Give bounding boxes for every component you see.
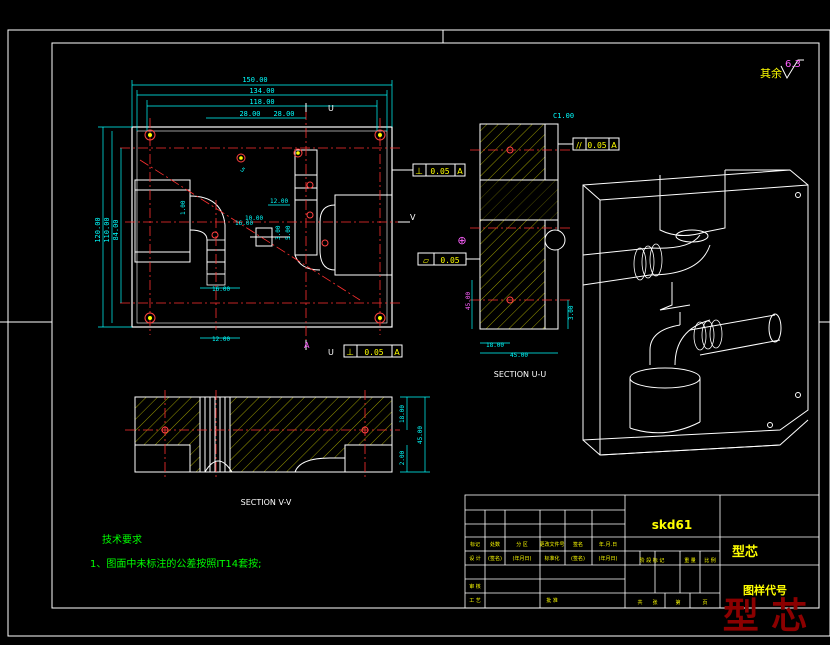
roughness-label: 其余 [760,66,782,80]
dim-overall-height: 120.00 [94,217,102,242]
svg-text:年.月.日: 年.月.日 [599,541,617,548]
drawing-frame [0,29,830,637]
dim-inner-span: 118.00 [249,98,274,106]
svg-text:(年月日): (年月日) [513,555,532,562]
dim-vv-c: 2.00 [399,450,406,465]
dim-hole-span: 134.00 [249,87,274,95]
svg-text://: // [576,141,582,150]
svg-text:0.05: 0.05 [430,167,449,176]
svg-text:设 计: 设 计 [469,555,481,562]
section-mark-u-bottom: U [328,348,334,357]
svg-text:A: A [394,348,400,357]
dim-vv-a: 18.00 [399,405,406,423]
dim-height-2: 110.00 [103,217,111,242]
svg-text:(签名): (签名) [488,555,502,562]
dim-ru-c: 45.00 [465,292,472,310]
dim-ru-d: 3.00 [568,305,575,320]
notes-item-1: 1、图面中未标注的公差按照IT14套按; [90,557,262,570]
svg-text:0.05: 0.05 [364,348,383,357]
dim-center: 16.00 [235,220,253,227]
dim-bore-b: 12.00 [212,336,230,343]
svg-text:比 例: 比 例 [704,557,716,564]
svg-text:标记: 标记 [470,541,480,548]
bottom-section-view: 18.00 45.00 2.00 SECTION V-V [125,390,430,507]
dim-diag: 5 [239,166,247,174]
technical-notes: 技术要求 1、图面中未标注的公差按照IT14套按; [90,533,262,570]
svg-text:(年月日): (年月日) [599,555,618,562]
svg-text:更改文件号: 更改文件号 [539,541,564,548]
title-block: skd61 型芯 图样代号 标记 处数 分 区 更改文件号 签名 年.月.日 设… [464,494,820,609]
svg-text:审 核: 审 核 [469,583,481,590]
dim-small-b: 10.00 [245,215,263,222]
tolerance-frame-top: ⊥ 0.05 A [343,344,403,358]
svg-text:批 准: 批 准 [546,597,558,604]
dim-mid-b: 5.00 [285,225,292,240]
svg-text:⊥: ⊥ [415,167,423,177]
dim-ru-b: 45.00 [510,352,528,359]
dim-small-a: 12.00 [270,198,288,205]
tolerance-parallel: // 0.05 A [558,137,620,151]
svg-text:第: 第 [675,599,680,606]
dim-offset-b: 28.00 [273,110,294,118]
roughness-value: 6.3 [785,59,801,70]
drawing-title: 型芯 [732,544,758,560]
svg-text:0.05: 0.05 [587,141,606,150]
section-mark-u-top: U [328,104,334,113]
dim-overall-width: 150.00 [242,76,267,84]
svg-text:A: A [457,167,463,176]
dim-bore-a: 16.00 [212,286,230,293]
svg-text:(签名): (签名) [571,555,585,562]
svg-text:0.05: 0.05 [440,256,459,265]
svg-text:A: A [611,141,617,150]
notes-heading: 技术要求 [102,533,142,546]
svg-text:工 艺: 工 艺 [469,598,481,604]
section-mark-v: V [410,213,416,222]
svg-text:阶 段 标 记: 阶 段 标 记 [640,557,665,564]
section-u-caption: SECTION U-U [494,370,547,379]
top-view: 150.00 134.00 118.00 28.00 28.00 120.00 … [94,76,416,358]
dim-height-3: 84.00 [112,219,120,240]
datum-a: A [304,341,310,350]
svg-text:签名: 签名 [573,541,583,548]
dim-offset-a: 28.00 [239,110,260,118]
svg-text:张: 张 [652,599,657,606]
section-v-caption: SECTION V-V [241,498,292,507]
svg-text:分 区: 分 区 [516,541,528,548]
position-symbol: ⊕ [457,234,466,247]
tolerance-flatness: ▱ 0.05 [417,252,480,266]
tolerance-perpendicular: ⊥ 0.05 A [392,163,466,177]
dim-mid-a: 3.00 [275,225,282,240]
dim-vv-b: 45.00 [417,426,424,444]
svg-text:处数: 处数 [490,541,500,548]
right-section-view: C1.00 18.00 45.00 45.00 3.00 // 0.05 A ⊥… [392,112,620,379]
dim-ru-a: 18.00 [486,342,504,349]
surface-roughness: 其余 6.3 [760,59,804,80]
part-name: skd61 [652,518,692,532]
dim-left-a: 1.00 [180,200,187,215]
drawing-code-label: 图样代号 [743,583,787,597]
isometric-view [582,169,809,456]
svg-text:共: 共 [637,599,642,606]
svg-text:页: 页 [702,600,707,606]
svg-text:▱: ▱ [423,256,430,265]
dim-chamfer: C1.00 [553,112,574,120]
svg-text:⊥: ⊥ [346,348,354,358]
svg-text:标准化: 标准化 [544,555,559,562]
watermark: 型 芯 [723,596,808,637]
svg-text:重 量: 重 量 [684,557,696,564]
